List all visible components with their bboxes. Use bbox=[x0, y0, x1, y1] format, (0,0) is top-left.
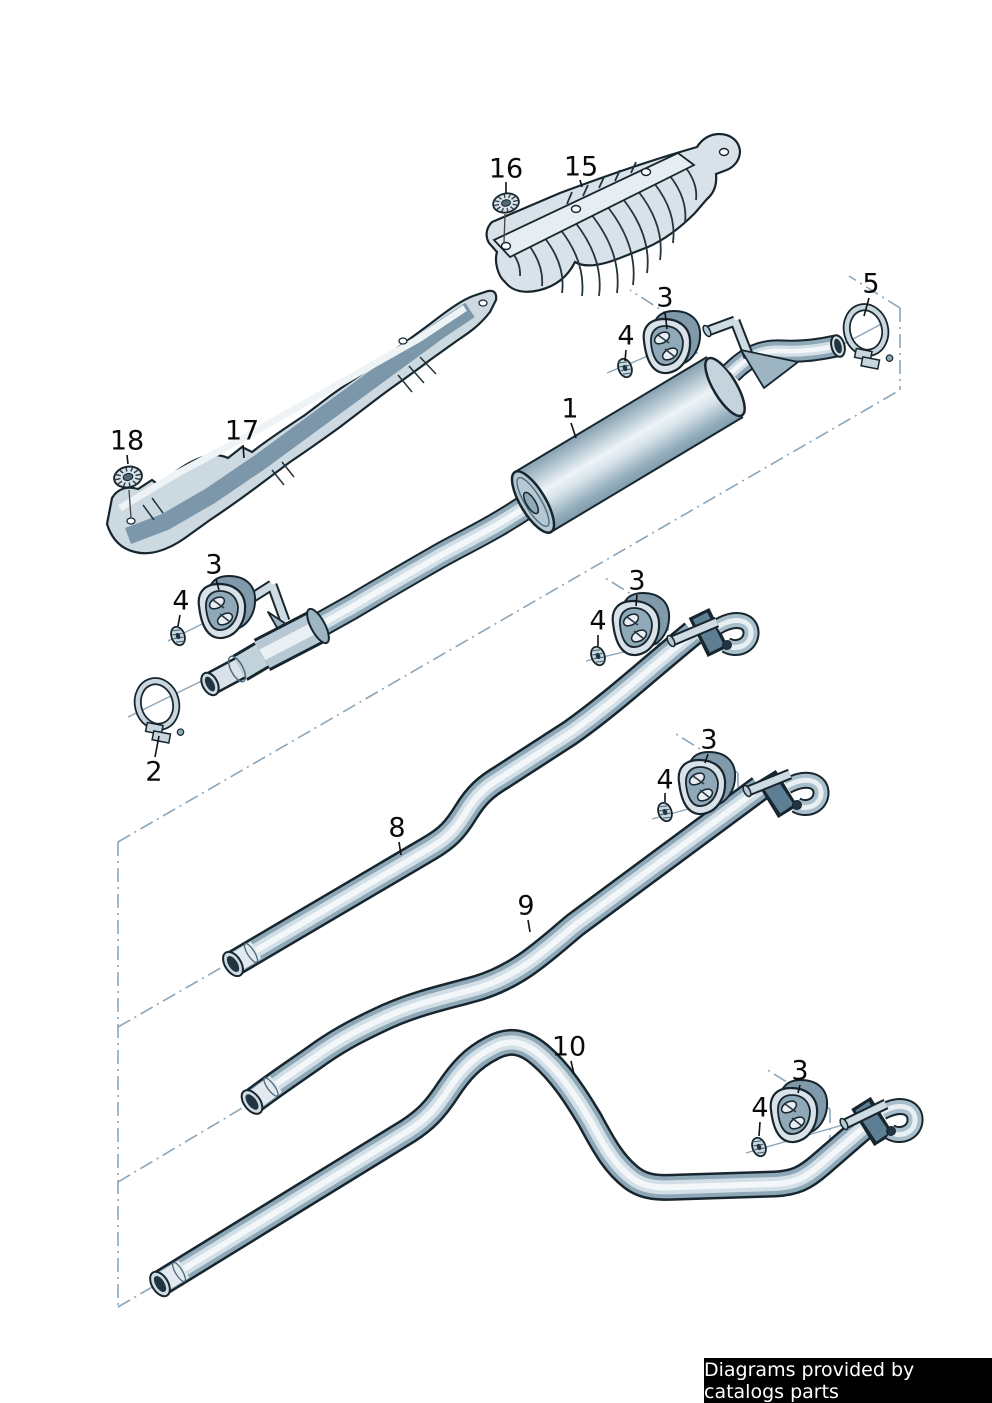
rubber-mount-3-front bbox=[197, 574, 257, 640]
part-label-3-pipe10: 3 bbox=[791, 1055, 809, 1087]
pipe-10-open-end bbox=[149, 1270, 171, 1298]
heat-shield-17 bbox=[105, 289, 498, 555]
part-label-4-pipe8: 4 bbox=[589, 605, 607, 637]
nut-4-pipe10 bbox=[748, 1134, 770, 1160]
nut-4-pipe9 bbox=[654, 799, 676, 825]
part-label-3-front: 3 bbox=[205, 549, 223, 581]
pipe-8-rear-bracket bbox=[666, 607, 752, 658]
part-label-15: 15 bbox=[563, 151, 599, 183]
part-label-2: 2 bbox=[145, 756, 163, 788]
part-label-3-pipe9: 3 bbox=[700, 724, 718, 756]
part-label-3-pipe8: 3 bbox=[628, 565, 646, 597]
part-label-18: 18 bbox=[109, 425, 145, 457]
nut-4-front bbox=[167, 623, 189, 649]
nut-18-guide-line bbox=[128, 489, 132, 519]
part-label-8: 8 bbox=[388, 812, 406, 844]
silencer-1 bbox=[200, 315, 847, 697]
silencer-rear-hanger bbox=[702, 315, 799, 389]
silencer-flex-sleeve bbox=[200, 607, 330, 697]
part-label-9: 9 bbox=[517, 890, 535, 922]
nut-4-pipe8 bbox=[587, 643, 609, 669]
clamp-5 bbox=[842, 303, 894, 374]
pipe-10 bbox=[146, 1042, 916, 1298]
heat-shield-15 bbox=[485, 132, 742, 297]
part-label-4-front: 4 bbox=[172, 585, 190, 617]
watermark-text: Diagrams provided by catalogs parts bbox=[704, 1358, 915, 1403]
part-label-1: 1 bbox=[561, 393, 579, 425]
part-label-10: 10 bbox=[551, 1031, 587, 1063]
pipe-8 bbox=[219, 607, 752, 980]
tailpipe-open-end bbox=[830, 334, 846, 358]
rubber-mount-3-rear bbox=[642, 309, 702, 375]
part-label-4-pipe10: 4 bbox=[751, 1092, 769, 1124]
nut-16-guide-line bbox=[503, 213, 506, 244]
part-label-4-pipe9: 4 bbox=[656, 764, 674, 796]
part-label-5: 5 bbox=[862, 268, 880, 300]
part-label-16: 16 bbox=[488, 153, 524, 185]
pipe-10-rear-bracket bbox=[839, 1096, 916, 1147]
silencer-body bbox=[510, 356, 746, 534]
pipe-9-rear-bracket bbox=[742, 768, 822, 818]
pipe-9 bbox=[237, 768, 822, 1115]
watermark-banner: Diagrams provided by catalogs parts bbox=[704, 1358, 992, 1403]
leader-lines bbox=[126, 179, 870, 1137]
pipe-8-open-end bbox=[222, 950, 244, 978]
serrated-nut-18 bbox=[111, 463, 145, 491]
pipe-9-open-end bbox=[240, 1089, 264, 1115]
part-label-17: 17 bbox=[224, 415, 260, 447]
part-label-4-rear: 4 bbox=[617, 320, 635, 352]
part-label-3-rear: 3 bbox=[656, 282, 674, 314]
